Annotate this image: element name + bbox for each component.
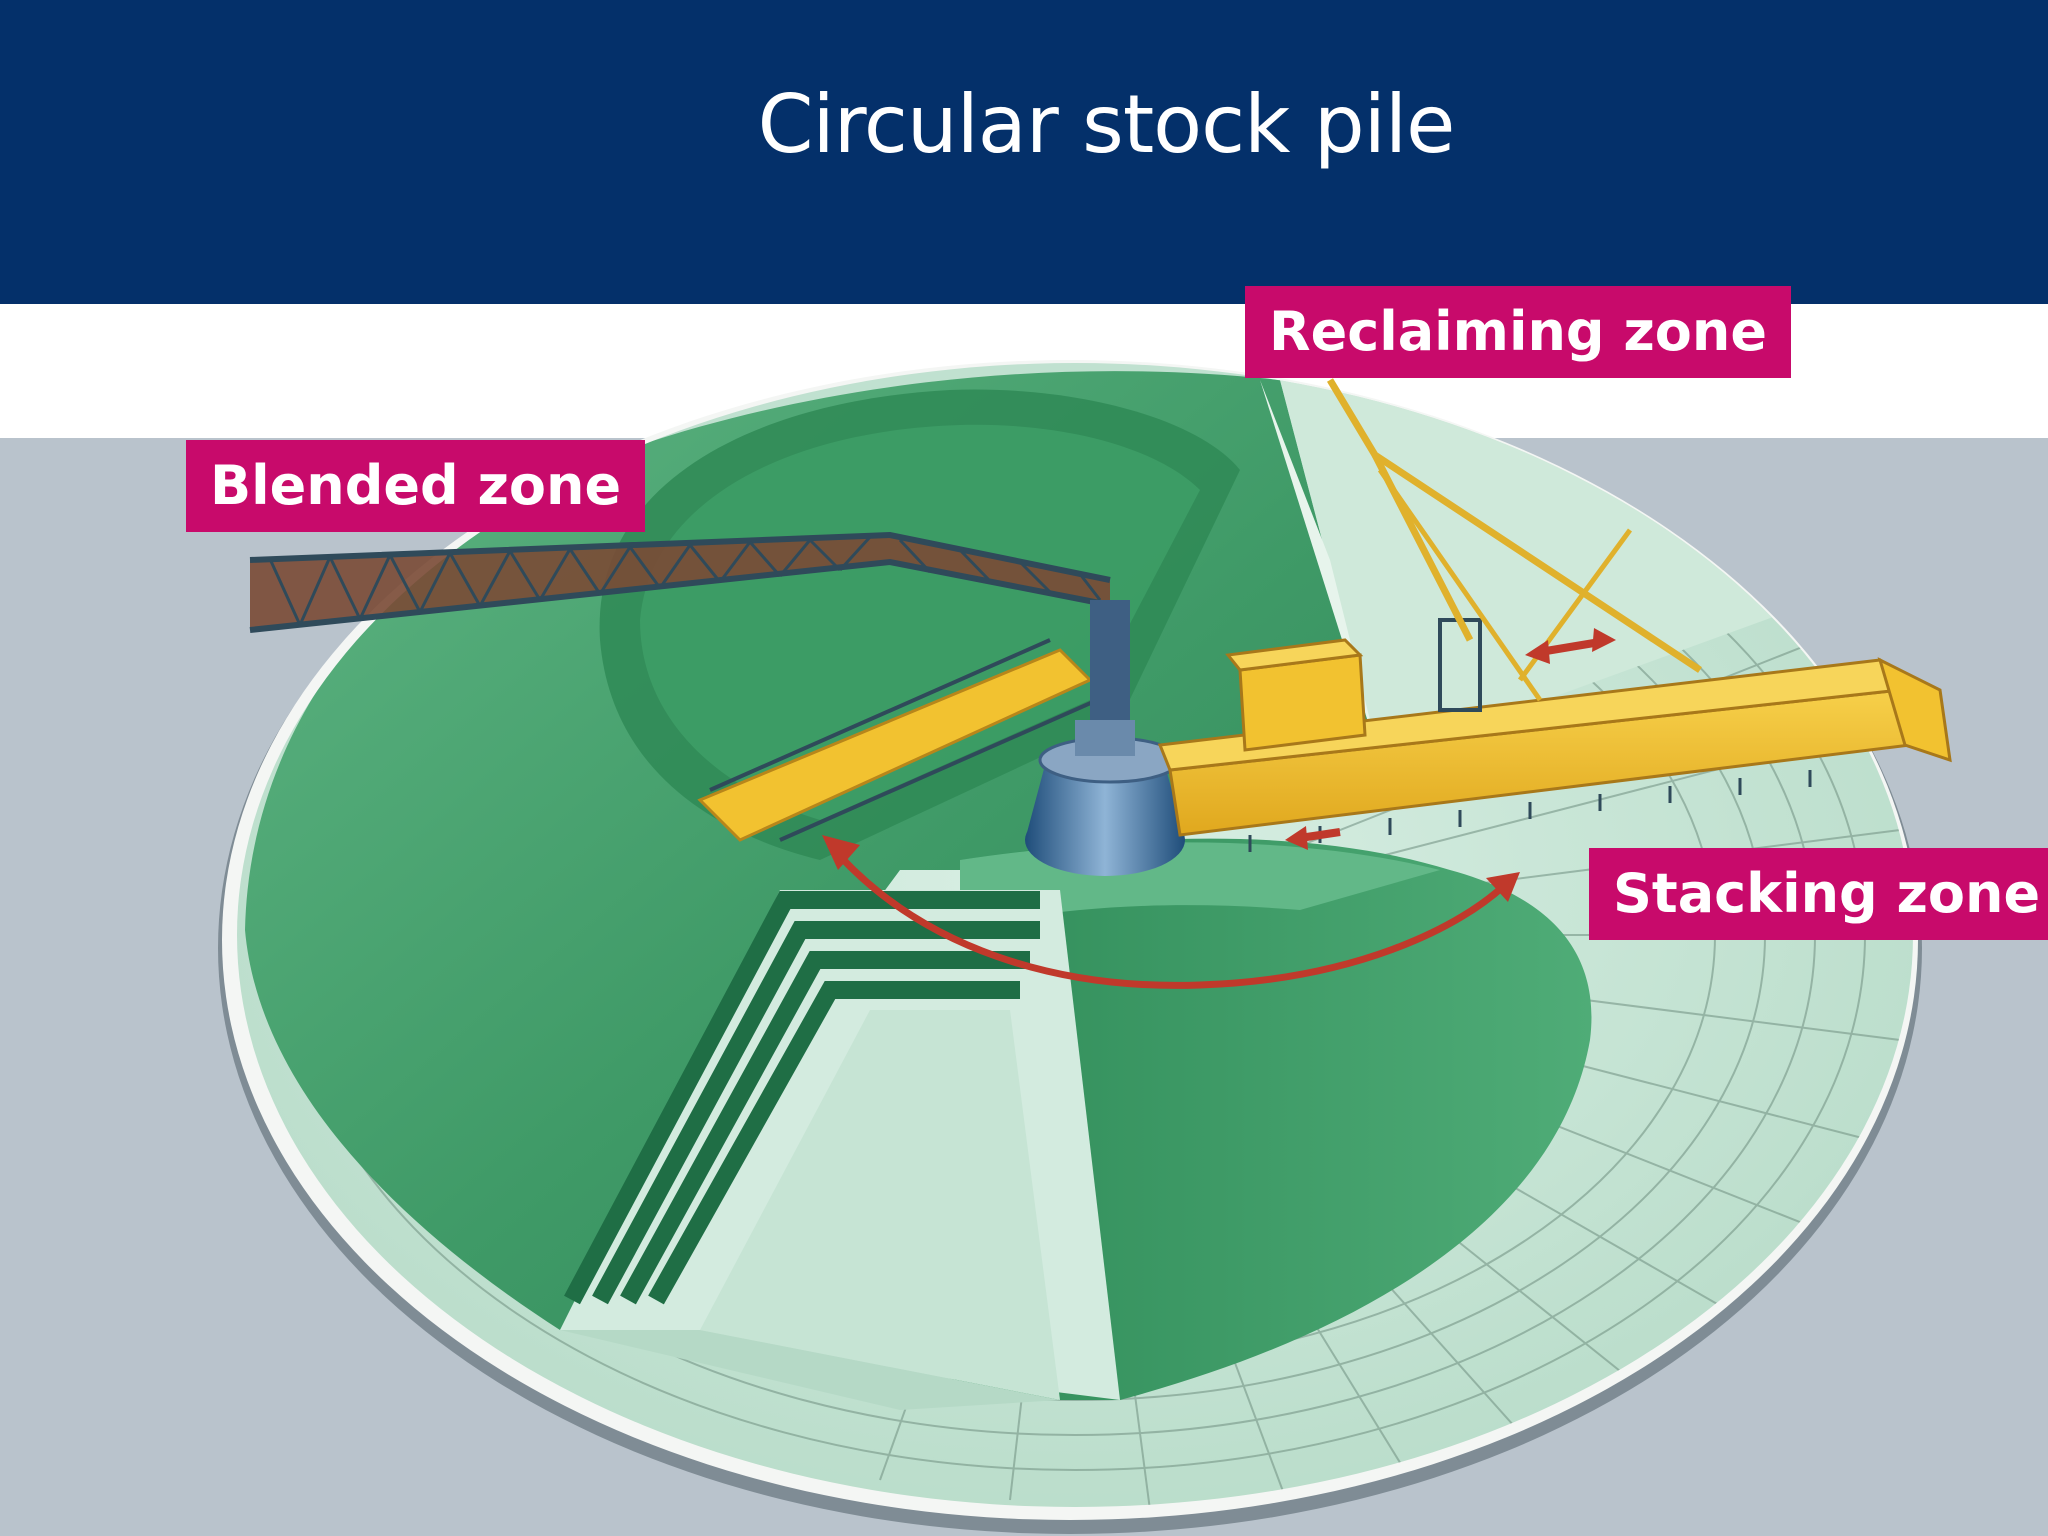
bridge-conveyor <box>249 531 1111 633</box>
reclaim-direction-arrow-icon <box>1525 628 1616 664</box>
reclaiming-zone-label: Reclaiming zone <box>1245 286 1791 378</box>
central-column <box>1025 600 1185 876</box>
curved-double-arrow-icon <box>822 835 1520 989</box>
slide-title: Circular stock pile <box>757 78 1456 171</box>
blended-zone-label: Blended zone <box>186 440 646 532</box>
layer-stripes <box>564 891 1040 1305</box>
stacking-zone-label: Stacking zone <box>1589 848 2048 940</box>
title-bar: Circular stock pile <box>0 0 2048 304</box>
travel-direction-arrow-icon <box>1285 826 1341 850</box>
